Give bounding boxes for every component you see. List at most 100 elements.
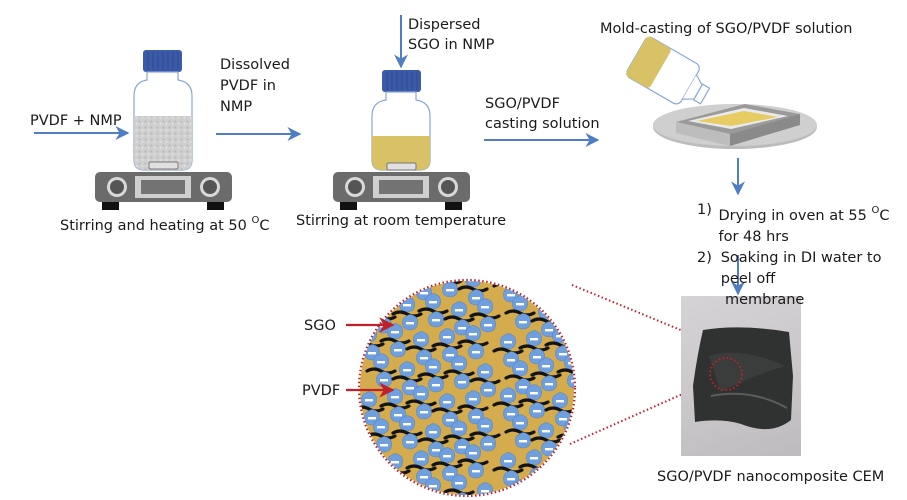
- sgo-flake-icon: [465, 325, 481, 342]
- sgo-flake-icon: [364, 290, 380, 307]
- pvdf-chain: [469, 431, 501, 439]
- sgo-flake-icon: [373, 418, 389, 435]
- sgo-flake-icon: [480, 316, 496, 333]
- sgo-flake-icon: [477, 417, 493, 434]
- zoom-circle: [357, 264, 577, 500]
- step-text: membrane: [725, 292, 805, 308]
- caption-text: Stirring and heating at 50: [60, 218, 247, 234]
- sgo-flake-icon: [361, 391, 377, 408]
- sgo-pvdf-unit: [391, 296, 423, 331]
- sgo-flake-icon: [399, 361, 415, 378]
- pvdf-chain: [417, 491, 449, 495]
- sgo-flake-icon: [538, 422, 554, 439]
- label-line: casting solution: [485, 116, 600, 132]
- sgo-flake-icon: [387, 453, 403, 470]
- label-casting-solution: SGO/PVDF casting solution: [485, 94, 600, 134]
- step-2: 2) Soaking in DI water to peel off: [697, 248, 907, 290]
- bottle-cap-icon: [382, 70, 421, 92]
- sgo-pvdf-unit: [431, 264, 463, 298]
- sgo-flake-icon: [416, 403, 432, 420]
- pvdf-chain: [379, 402, 411, 410]
- pvdf-chain: [391, 375, 423, 383]
- sgo-pvdf-unit: [492, 333, 524, 368]
- sgo-flake-icon: [413, 450, 429, 467]
- sgo-pvdf-unit: [417, 423, 449, 458]
- sgo-flake-icon: [439, 447, 455, 464]
- sgo-flake-icon: [451, 474, 467, 491]
- sgo-pvdf-unit: [469, 363, 501, 398]
- sgo-pvdf-unit: [530, 357, 562, 392]
- pvdf-chain: [360, 286, 385, 294]
- sgo-flake-icon: [361, 326, 377, 343]
- sgo-flake-icon: [440, 264, 455, 280]
- pvdf-chain: [544, 406, 574, 414]
- pvdf-chain: [457, 285, 489, 293]
- sgo-flake-icon: [503, 470, 519, 487]
- step-text: Drying in oven at 55 OC for 48 hrs: [718, 205, 890, 245]
- sgo-flake-icon: [500, 387, 516, 404]
- sgo-pvdf-unit: [360, 281, 385, 307]
- pvdf-chain: [360, 405, 385, 413]
- sgo-flake-icon: [451, 420, 467, 437]
- sgo-flake-icon: [480, 435, 496, 452]
- label-sgo: SGO: [304, 318, 336, 334]
- pvdf-chain: [391, 429, 423, 437]
- title-mold-casting: Mold-casting of SGO/PVDF solution: [600, 21, 853, 37]
- pvdf-chain: [556, 487, 574, 495]
- pvdf-chain: [504, 493, 536, 495]
- sgo-pvdf-unit: [518, 384, 550, 419]
- pvdf-chain: [492, 466, 524, 474]
- sgo-flake-icon: [442, 281, 458, 298]
- sgo-flake-icon: [526, 330, 542, 347]
- sgo-flake-icon: [413, 331, 429, 348]
- pvdf-chain: [544, 460, 574, 468]
- step-number: [697, 290, 725, 311]
- sgo-flake-icon: [538, 476, 554, 493]
- caption-stage1: Stirring and heating at 50 OC: [60, 212, 269, 235]
- sgo-flake-icon: [451, 355, 467, 372]
- sgo-flake-icon: [541, 375, 557, 392]
- label-line: Dissolved: [220, 57, 290, 73]
- unit: C: [259, 218, 270, 234]
- stage1-bottle: [133, 50, 193, 171]
- caption-stage2: Stirring at room temperature: [296, 213, 507, 229]
- bottle-cap-icon: [143, 50, 182, 72]
- sgo-flake-icon: [439, 328, 455, 345]
- pvdf-chain: [360, 459, 385, 467]
- label-line: Dispersed: [408, 17, 481, 33]
- label-line: NMP: [220, 99, 253, 115]
- sgo-flake-icon: [526, 449, 542, 466]
- pouring-bottle: [626, 36, 711, 105]
- pvdf-chain: [391, 310, 423, 318]
- pvdf-chain: [391, 494, 423, 495]
- sgo-pvdf-unit: [544, 281, 574, 308]
- pvdf-chain: [469, 377, 501, 385]
- pvdf-chain: [443, 369, 475, 377]
- sgo-flake-icon: [451, 301, 467, 318]
- sgo-pvdf-unit: [391, 361, 423, 396]
- sgo-flake-icon: [552, 281, 568, 290]
- sgo-flake-icon: [555, 464, 571, 481]
- stage2-bottle: [371, 70, 431, 171]
- sgo-pvdf-unit: [457, 325, 489, 360]
- pvdf-chain: [431, 342, 463, 350]
- sgo-flake-icon: [526, 384, 542, 401]
- label-pvdf: PVDF: [302, 383, 341, 399]
- sgo-flake-icon: [373, 483, 389, 495]
- label-dispersed-sgo: Dispersed SGO in NMP: [408, 15, 494, 55]
- sgo-flake-icon: [425, 293, 441, 310]
- sgo-pvdf-unit: [504, 414, 536, 449]
- sgo-pvdf-unit: [530, 422, 562, 457]
- sgo-flake-icon: [399, 415, 415, 432]
- sgo-flake-icon: [429, 496, 444, 500]
- sgo-flake-icon: [468, 462, 484, 479]
- sgo-flake-icon: [552, 446, 568, 463]
- pvdf-chain: [556, 314, 574, 322]
- sgo-flake-icon: [477, 298, 493, 315]
- sgo-flake-icon: [454, 492, 470, 495]
- pvdf-chain: [431, 281, 463, 285]
- sgo-flake-icon: [428, 376, 444, 393]
- membrane-photo: [681, 296, 801, 456]
- sgo-flake-icon: [567, 318, 574, 335]
- sgo-flake-icon: [390, 341, 406, 358]
